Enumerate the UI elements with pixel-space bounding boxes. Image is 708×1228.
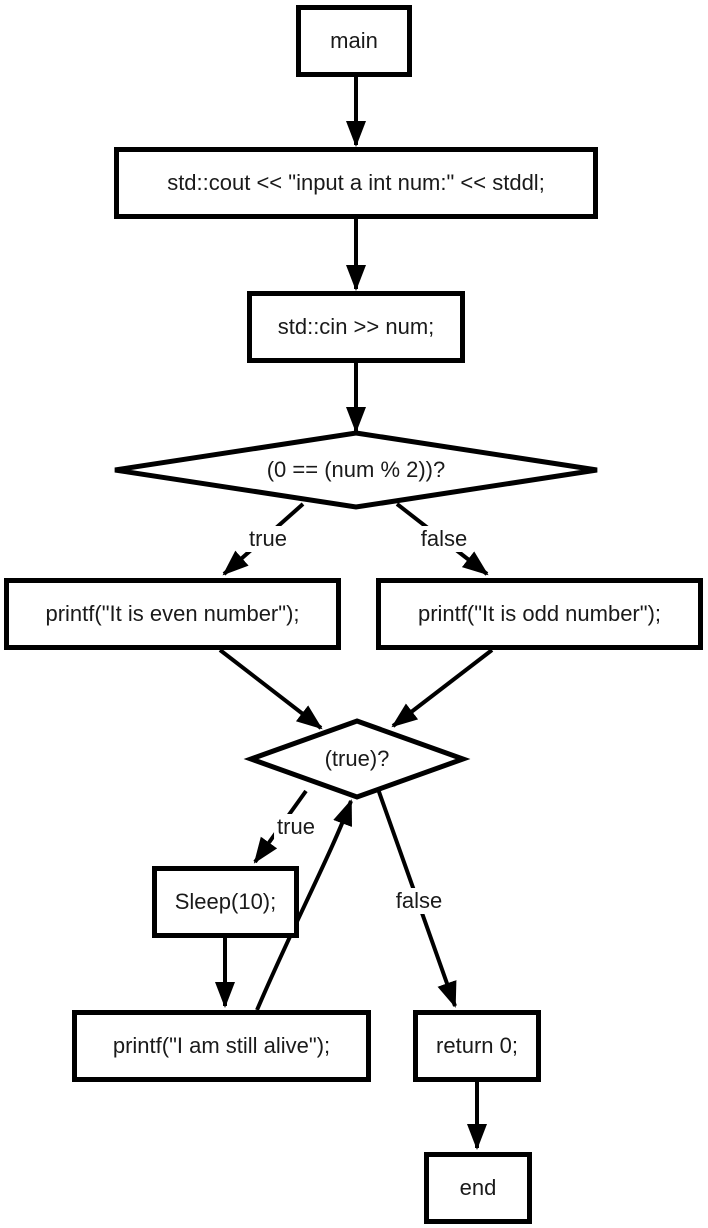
edge-print-even-to-loop-check xyxy=(218,648,323,730)
node-return-zero: return 0; xyxy=(413,1010,541,1082)
node-print-alive: printf("I am still alive"); xyxy=(72,1010,371,1082)
edge-label-loop-false: false xyxy=(392,888,446,914)
diamond-loop-check xyxy=(243,718,471,800)
diamond-even-check xyxy=(114,430,598,510)
node-cout: std::cout << "input a int num:" << stddl… xyxy=(114,147,598,219)
edge-label-loop-true: true xyxy=(274,814,318,840)
node-print-even: printf("It is even number"); xyxy=(4,578,341,650)
node-sleep: Sleep(10); xyxy=(152,866,299,938)
edge-label-even-true: true xyxy=(246,526,290,552)
node-end: end xyxy=(424,1152,532,1224)
edge-label-even-false: false xyxy=(417,526,471,552)
edge-print-alive-loop-back xyxy=(255,799,353,1011)
node-main: main xyxy=(296,5,412,77)
node-print-odd: printf("It is odd number"); xyxy=(376,578,703,650)
node-cin: std::cin >> num; xyxy=(247,291,465,363)
edge-print-odd-to-loop-check xyxy=(391,648,494,728)
